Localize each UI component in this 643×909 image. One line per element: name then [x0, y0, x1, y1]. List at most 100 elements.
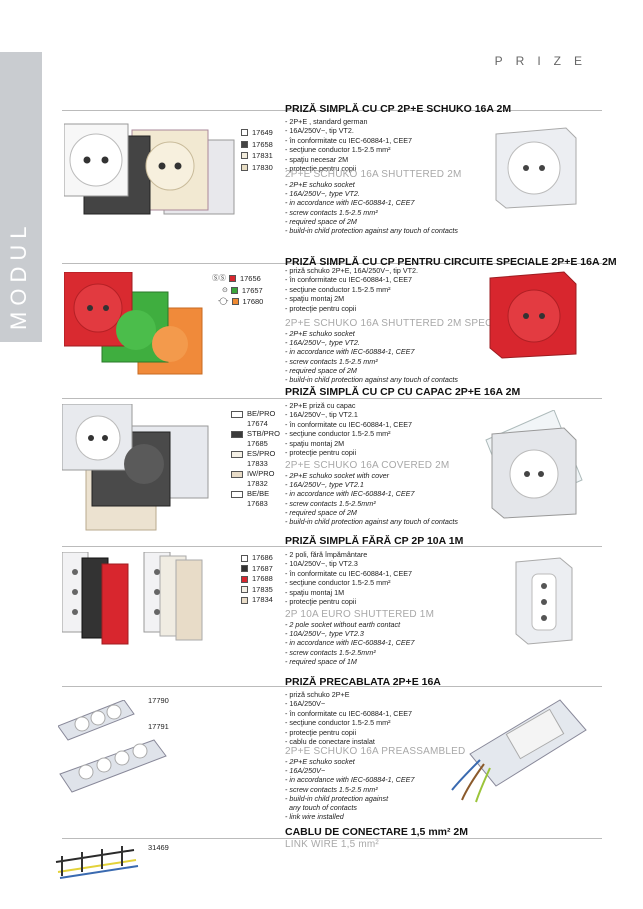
- color-code-list: BE/PRO 17674 STB/PRO 17685 ES/PRO 17833 …: [231, 409, 280, 509]
- product-code: 17685: [247, 439, 268, 448]
- en-title: LINK WIRE 1,5 mm²: [285, 839, 379, 850]
- en-specs: - 2 pole socket without earth contact - …: [285, 620, 414, 666]
- color-code-row: IW/PRO: [231, 469, 280, 479]
- color-swatch: [241, 129, 248, 137]
- section-divider: [62, 686, 602, 687]
- circuit-symbol: ⊙: [222, 286, 228, 294]
- spec-line: - secţiune conductor 1.5-2.5 mm²: [285, 429, 391, 439]
- spec-line: - 16A/250V~, type VT2.1: [285, 480, 364, 490]
- color-swatch: [241, 586, 248, 594]
- spec-line: - 16A/250V~, tip VT2.: [285, 126, 354, 136]
- color-code-row: 17834: [241, 595, 273, 606]
- product-title: PRIZĂ PRECABLATA 2P+E 16A: [285, 676, 441, 688]
- spec-line: - required space of 2M: [285, 216, 357, 226]
- spec-line: - screw contacts 1.5-2.5 mm²: [285, 356, 378, 366]
- ro-specs: - priză schuko 2P+E - 16A/250V~ - în con…: [285, 690, 412, 746]
- spec-line: - 2 poli, fără împământare: [285, 550, 368, 559]
- color-code-list: 17686 17687 17688 17835 17834: [241, 553, 273, 606]
- product-code: 17790: [148, 696, 169, 705]
- spec-line: - protecţie pentru copii: [285, 448, 357, 458]
- color-swatch: [228, 275, 236, 283]
- color-swatch: [241, 596, 248, 604]
- en-title: 2P+E SCHUKO 16A PREASSAMBLED: [285, 746, 466, 757]
- spec-line: - screw contacts 1.5-2.5mm²: [285, 498, 376, 508]
- product-code: 17657: [241, 285, 263, 295]
- product-code: 17656: [239, 274, 261, 283]
- color-swatch: [231, 430, 243, 438]
- product-code: 17834: [252, 595, 273, 604]
- spec-line: any touch of contacts: [285, 803, 357, 813]
- spec-line: - 10A/250V~, type VT2.3: [285, 629, 364, 639]
- section-divider: [62, 546, 602, 547]
- product-code: 17791: [148, 722, 169, 731]
- product-title: PRIZĂ SIMPLĂ CU CP CU CAPAC 2P+E 16A 2M: [285, 386, 521, 398]
- circuit-symbol: -◯-: [218, 298, 228, 305]
- en-specs: - 2P+E schuko socket - 16A/250V~, type V…: [285, 180, 458, 235]
- product-code: ES/PRO: [247, 449, 276, 458]
- product-code: IW/PRO: [247, 469, 275, 478]
- spec-line: - 2P+E schuko socket with cover: [285, 471, 390, 480]
- product-photo-preassembled: [57, 699, 168, 805]
- en-specs: - 2P+E schuko socket - 16A/250V~, type V…: [285, 329, 458, 384]
- product-code: 31469: [148, 843, 169, 852]
- section-divider: [62, 110, 602, 111]
- spec-line: - 16A/250V~: [285, 699, 326, 709]
- spec-line: - screw contacts 1.5-2.5 mm²: [285, 207, 378, 217]
- product-code: BE/PRO: [247, 409, 276, 418]
- product-title: PRIZĂ SIMPLĂ FĂRĂ CP 2P 10A 1M: [285, 535, 464, 547]
- color-code-row: STB/PRO: [231, 429, 280, 439]
- spec-line: - required space of 2M: [285, 365, 357, 375]
- color-code-row: 17835: [241, 585, 273, 596]
- spec-line: - spaţiu montaj 2M: [285, 294, 345, 304]
- spec-line: - required space of 1M: [285, 656, 357, 666]
- color-code-row: ES/PRO: [231, 449, 280, 459]
- spec-line: - build-in child protection against: [285, 793, 389, 803]
- spec-line: - screw contacts 1.5-2.5 mm²: [285, 784, 378, 794]
- spec-line: - în conformitate cu IEC-60884-1, CEE7: [285, 275, 413, 285]
- color-swatch: [241, 152, 248, 160]
- color-swatch: [241, 140, 248, 148]
- section-divider: [62, 263, 602, 264]
- spec-line: - în conformitate cu IEC-60884-1, CEE7: [285, 568, 413, 578]
- en-specs: - 2P+E schuko socket with cover - 16A/25…: [285, 471, 458, 526]
- color-code-row: BE/BE: [231, 489, 280, 499]
- color-swatch: [241, 565, 248, 573]
- en-specs: - 2P+E schuko socket - 16A/250V~ - in ac…: [285, 757, 414, 821]
- product-photo-module-red: [484, 270, 578, 365]
- color-code-list: 17649 17658 17831 17830: [241, 127, 273, 173]
- product-code: 17835: [252, 584, 273, 594]
- color-code-row: 17831: [241, 150, 273, 162]
- spec-line: - în conformitate cu IEC-60884-1, CEE7: [285, 419, 413, 429]
- color-code-row: 17688: [241, 574, 273, 585]
- circuit-symbol: Ⓢ Ⓢ: [212, 275, 226, 282]
- spec-line: - 2P+E schuko socket: [285, 180, 355, 189]
- product-code: 17688: [252, 574, 273, 583]
- product-code: 17649: [252, 128, 273, 137]
- product-code: STB/PRO: [247, 429, 280, 438]
- spec-line: - 2P+E schuko socket: [285, 329, 355, 338]
- color-code-row: BE/PRO: [231, 409, 280, 419]
- en-title: 2P+E SCHUKO 16A COVERED 2M: [285, 460, 450, 471]
- color-code-row: ⊙ 17657: [212, 285, 263, 297]
- color-swatch: [231, 470, 243, 478]
- spec-line: - spaţiu montaj 1M: [285, 587, 345, 597]
- color-swatch: [231, 490, 243, 498]
- spec-line: - cablu de conectare instalat: [285, 737, 375, 747]
- spec-line: - secţiune conductor 1.5-2.5 mm²: [285, 578, 391, 588]
- product-photo-schuko: [63, 122, 242, 223]
- en-title: 2P 10A EURO SHUTTERED 1M: [285, 609, 435, 620]
- sidebar-label: MODUL: [6, 220, 31, 330]
- en-title: 2P+E SCHUKO 16A SHUTTERED 2M SPECIAL: [285, 318, 509, 329]
- section-divider: [62, 398, 602, 399]
- spec-line: - spaţiu necesar 2M: [285, 154, 349, 164]
- product-code: 17686: [252, 553, 273, 562]
- spec-line: - link wire installed: [285, 812, 344, 822]
- color-swatch: [230, 286, 238, 294]
- ro-specs: - priză schuko 2P+E, 16A/250V~, tip VT2.…: [285, 266, 418, 313]
- spec-line: - 2P+E schuko socket: [285, 757, 355, 766]
- product-photo-module-euro: [510, 556, 576, 651]
- spec-line: - spaţiu montaj 2M: [285, 438, 345, 448]
- spec-line: - 16A/250V~, type VT2.: [285, 338, 360, 348]
- spec-line: - în conformitate cu IEC-60884-1, CEE7: [285, 708, 413, 718]
